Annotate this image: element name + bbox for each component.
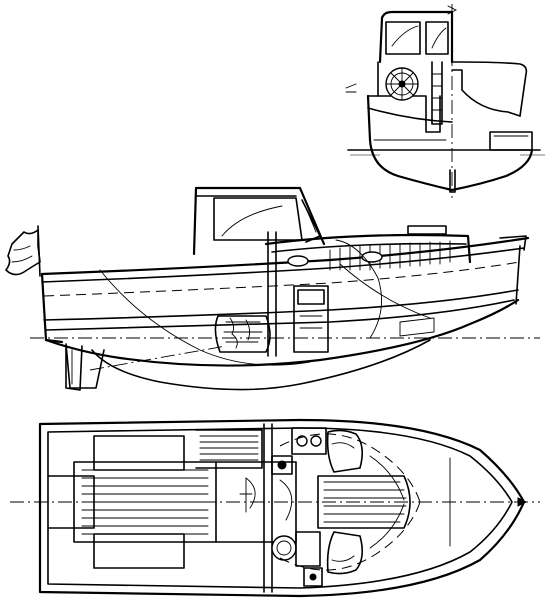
toilet-icon: [271, 531, 321, 567]
steering-wheel-icon: [385, 67, 419, 101]
profile-view: [5, 186, 540, 391]
plan-view: [10, 418, 540, 598]
flag-icon: [5, 225, 41, 277]
stove-icon: [291, 427, 327, 455]
sink-icon: [271, 455, 293, 475]
end-view: [345, 4, 545, 198]
porthole-icon: [287, 251, 383, 267]
